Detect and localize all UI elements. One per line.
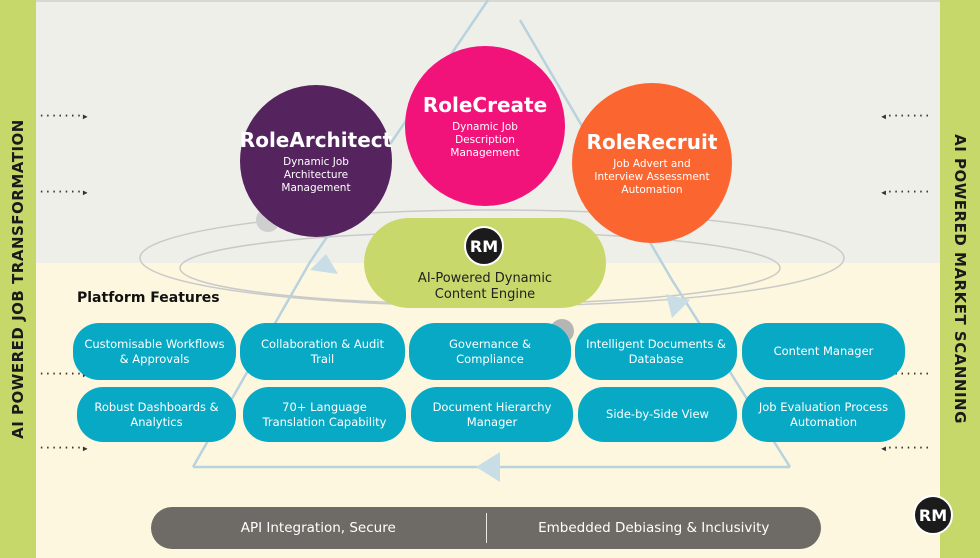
right-arrow-1: ◂······· <box>880 109 931 123</box>
right-arrow-4: ◂······· <box>880 441 931 455</box>
rm-corner-logo: RM <box>913 495 953 535</box>
cycle-arrowhead-bottom <box>476 452 500 482</box>
product-title: RoleArchitect <box>239 127 393 152</box>
feature-pill: Customisable Workflows & Approvals <box>73 323 236 380</box>
product-subtitle: Job Advert and Interview Assessment Auto… <box>594 157 710 196</box>
product-rolecreate: RoleCreate Dynamic Job Description Manag… <box>405 46 565 206</box>
integration-divider <box>485 513 487 543</box>
feature-pill: Intelligent Documents & Database <box>575 323 737 380</box>
cycle-arrowhead-left <box>310 254 338 274</box>
product-subtitle: Dynamic Job Architecture Management <box>281 155 351 194</box>
left-side-banner: AI POWERED JOB TRANSFORMATION <box>0 0 36 558</box>
feature-pill: Document Hierarchy Manager <box>411 387 573 442</box>
product-rolearchitect: RoleArchitect Dynamic Job Architecture M… <box>240 85 392 237</box>
rm-logo: RM <box>464 226 504 266</box>
left-arrow-2: ·······▸ <box>38 185 89 199</box>
integration-left-label: API Integration, Secure <box>240 520 396 536</box>
content-engine: RM AI-Powered Dynamic Content Engine <box>364 218 606 308</box>
product-title: RoleRecruit <box>586 129 718 154</box>
left-arrow-3: ·······▸ <box>38 367 89 381</box>
feature-pill: Content Manager <box>742 323 905 380</box>
product-title: RoleCreate <box>422 92 548 117</box>
feature-pill: Governance & Compliance <box>409 323 571 380</box>
product-rolerecruit: RoleRecruit Job Advert and Interview Ass… <box>572 83 732 243</box>
right-arrow-2: ◂······· <box>880 185 931 199</box>
feature-pill: 70+ Language Translation Capability <box>243 387 406 442</box>
product-subtitle: Dynamic Job Description Management <box>450 120 520 159</box>
left-arrow-4: ·······▸ <box>38 441 89 455</box>
right-side-banner: AI POWERED MARKET SCANNING <box>940 0 980 558</box>
feature-pill: Job Evaluation Process Automation <box>742 387 905 442</box>
feature-pill: Robust Dashboards & Analytics <box>77 387 236 442</box>
feature-pill: Collaboration & Audit Trail <box>240 323 405 380</box>
features-heading: Platform Features <box>77 290 220 306</box>
right-side-label: AI POWERED MARKET SCANNING <box>951 134 969 424</box>
cycle-arrowhead-right <box>666 294 690 318</box>
left-arrow-1: ·······▸ <box>38 109 89 123</box>
integration-right-label: Embedded Debiasing & Inclusivity <box>538 520 770 536</box>
integration-bar: API Integration, Secure Embedded Debiasi… <box>151 507 821 549</box>
feature-pill: Side-by-Side View <box>578 387 737 442</box>
engine-label: AI-Powered Dynamic Content Engine <box>417 271 553 302</box>
